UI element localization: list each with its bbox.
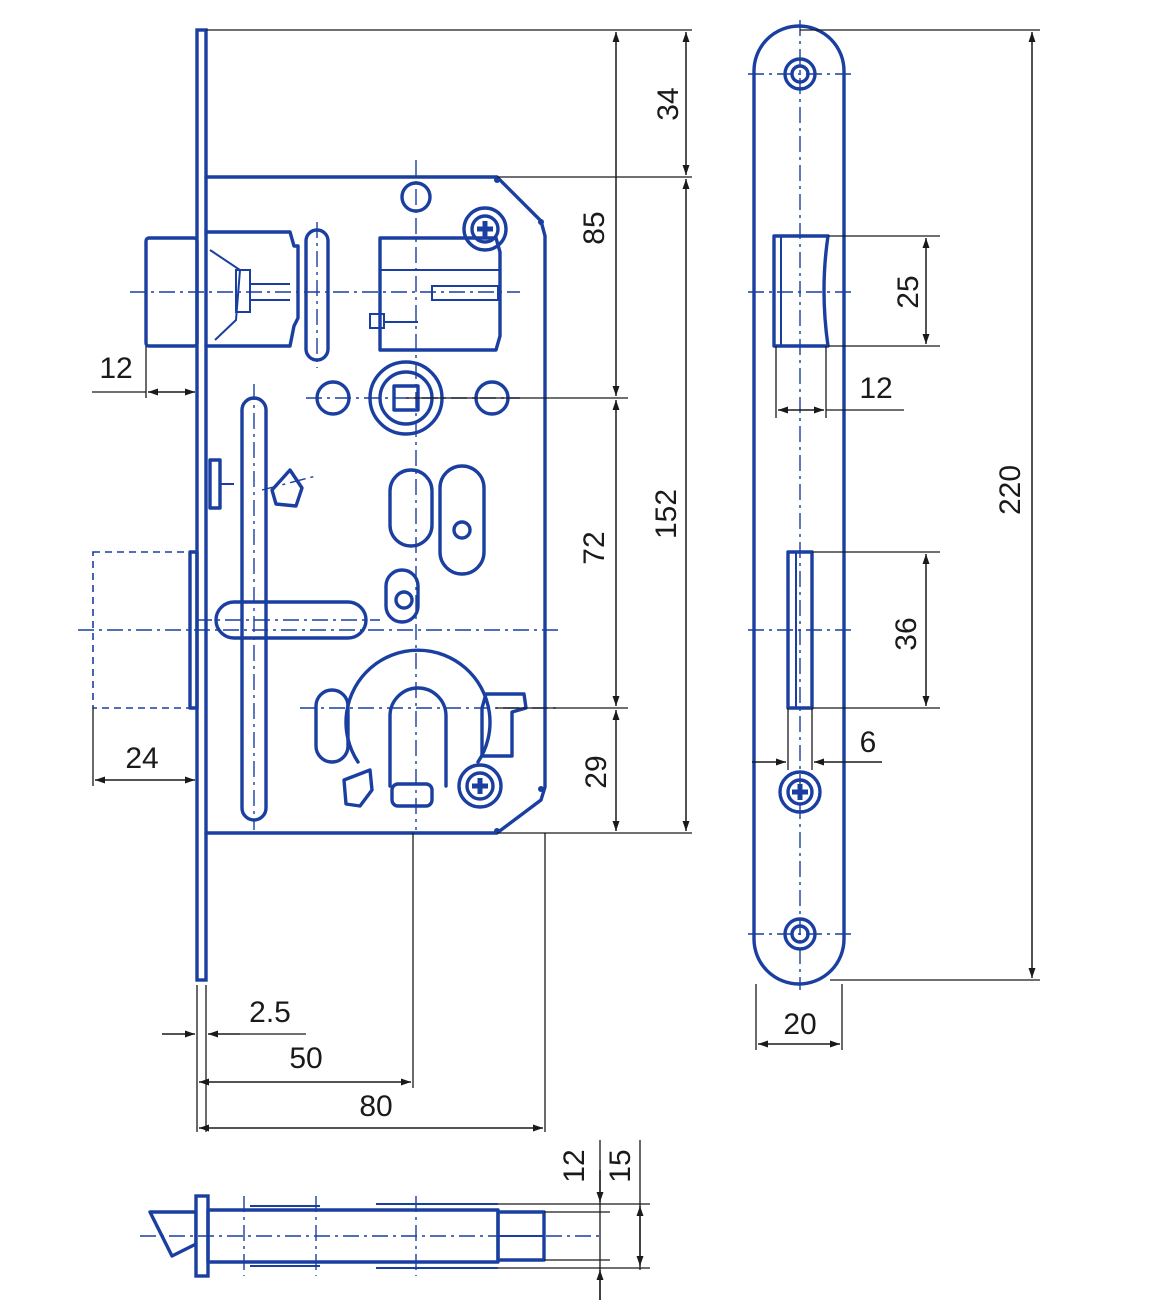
bottom-screw — [457, 763, 503, 809]
body-corner-dot — [538, 219, 544, 225]
dim-label-29: 29 — [580, 755, 613, 788]
faceplate-side-view — [748, 20, 852, 990]
deadbolt-lever — [196, 384, 380, 830]
guide-pin — [452, 520, 472, 540]
lock-body-front-view — [78, 28, 560, 982]
side-view-dimensions: 220 25 12 36 6 20 — [752, 29, 1040, 1050]
dim-label-latch-12: 12 — [99, 352, 132, 385]
dim-label-24: 24 — [125, 742, 158, 775]
dim-label-50: 50 — [289, 1042, 322, 1075]
guide-slot — [438, 464, 486, 576]
dim-label-34: 34 — [652, 87, 685, 120]
dim-label-36: 36 — [890, 617, 923, 650]
lock-top-view — [140, 1194, 600, 1278]
dim-label-85: 85 — [578, 211, 611, 244]
dim-label-15: 15 — [604, 1149, 637, 1182]
lever-spring — [270, 468, 304, 508]
guide-pin — [394, 590, 414, 610]
guide-slot — [388, 468, 434, 548]
cylinder-recess — [314, 648, 528, 808]
dim-label-220: 220 — [994, 465, 1027, 515]
latch-tip — [148, 1210, 198, 1258]
top-view-dimensions: 12 15 — [498, 1140, 650, 1300]
dim-label-2-5: 2.5 — [249, 996, 291, 1029]
catch-plate — [208, 458, 222, 510]
dim-label-thickness-12: 12 — [558, 1149, 591, 1182]
latch-housing — [369, 236, 502, 352]
faceplate-outline — [752, 24, 846, 986]
body-corner-dot — [494, 177, 500, 183]
dim-label-20: 20 — [783, 1008, 816, 1041]
body-corner-dot — [538, 786, 544, 792]
lock-body-outline — [204, 175, 547, 835]
dim-label-25: 25 — [892, 275, 925, 308]
top-screw — [462, 206, 508, 252]
dim-label-72: 72 — [578, 531, 611, 564]
dim-label-80: 80 — [359, 1090, 392, 1123]
dim-label-latch-width-12: 12 — [859, 372, 892, 405]
guide-slot — [384, 568, 420, 624]
latch-bolt — [144, 222, 330, 368]
faceplate-strip — [195, 28, 208, 982]
dim-label-152: 152 — [650, 489, 683, 539]
front-view-dimensions: 34 85 152 72 29 12 24 2.5 50 80 — [92, 29, 692, 1132]
latch-window — [772, 234, 830, 348]
dim-label-6: 6 — [860, 726, 877, 759]
